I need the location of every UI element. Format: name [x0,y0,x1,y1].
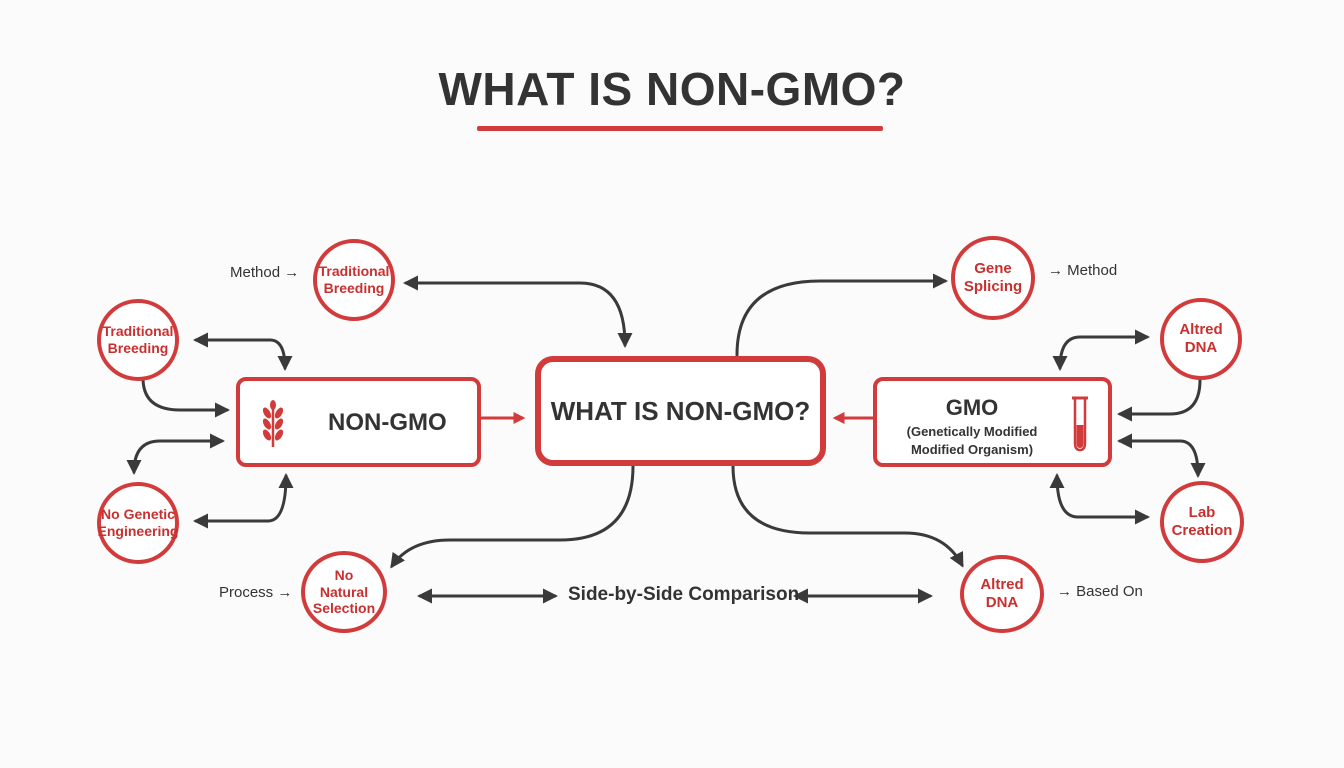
center-box-label: WHAT IS NON-GMO? [550,395,811,426]
connector-lab-gmo [1049,473,1150,525]
connector-box-to-nge [126,433,225,475]
connector-trad-left-box [193,332,293,371]
gmo-box: GMO (Genetically Modified Modified Organ… [873,377,1112,467]
label-method-left: Method → [230,264,300,281]
center-box: WHAT IS NON-GMO? [535,356,826,466]
node-traditional-breeding-top: Traditional Breeding [313,239,395,321]
connector-trad-left-to-box [141,376,230,418]
label-method-right: → Method [1048,262,1118,279]
connector-dna-to-box [1117,378,1202,422]
node-altered-dna-right: Altred DNA [1160,298,1242,380]
label-based-on: → Based On [1057,583,1143,600]
connector-center-nns [390,464,635,569]
connector-box-to-lab [1117,433,1206,478]
gmo-sub2: Modified Organism) [910,442,1034,457]
node-no-natural-selection: No Natural Selection [301,551,387,633]
connector-trad-top-center [403,275,633,348]
node-lab-creation: Lab Creation [1160,481,1244,563]
non-gmo-label: NON-GMO [328,409,447,436]
gmo-label: GMO [945,395,999,420]
node-altered-dna-bottom: Altred DNA [960,555,1044,633]
connector-center-gene [735,273,948,357]
connector-center-dna [731,464,964,568]
connector-nge-box [193,473,294,529]
label-process: Process → [219,584,293,601]
node-gene-splicing: Gene Splicing [951,236,1035,320]
non-gmo-box: NON-GMO [236,377,481,467]
connector-dna-gmo [1052,329,1150,371]
title-underline [477,126,883,131]
wheat-icon [262,400,284,447]
label-comparison: Side-by-Side Comparison [568,584,800,605]
page-title: WHAT IS NON-GMO? [438,63,906,115]
test-tube-icon [1072,396,1088,452]
node-no-genetic-engineering: No Genetic Engineering [97,482,179,564]
gmo-sub1: (Genetically Modified [906,424,1038,439]
node-traditional-breeding-left: Traditional Breeding [97,299,179,381]
